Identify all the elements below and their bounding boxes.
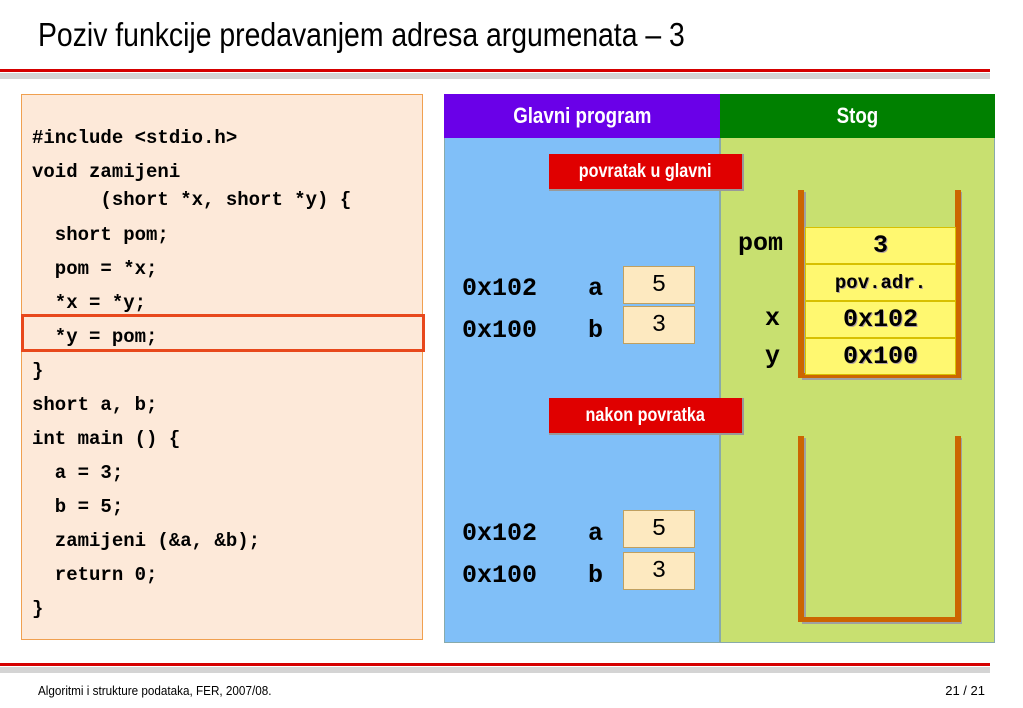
header-rule-grey [0, 73, 990, 79]
footer-rule-grey [0, 667, 990, 673]
stack-wall-right [955, 190, 961, 376]
code-line: b = 5; [32, 496, 124, 518]
code-line: #include <stdio.h> [32, 127, 238, 149]
var-a-name: a [588, 519, 604, 548]
code-line: short a, b; [32, 394, 158, 416]
stack-wall-left [798, 190, 804, 376]
stack-wall-bottom-empty [798, 617, 961, 622]
var-a-address: 0x102 [462, 274, 538, 303]
stack-label-x: x [765, 304, 781, 333]
var-b-name: b [588, 316, 604, 345]
footer-rule-red [0, 663, 990, 666]
code-line: pom = *x; [32, 258, 158, 280]
code-line: *x = *y; [32, 292, 147, 314]
tag-return-to-main: povratak u glavni [549, 154, 744, 191]
var-a-name: a [588, 274, 604, 303]
var-a-value-box: 5 [623, 266, 695, 304]
main-program-header: Glavni program [444, 94, 720, 138]
stack-cell-return-address: pov.adr. [805, 264, 956, 301]
footer-page-number: 21 / 21 [945, 683, 985, 698]
stack-label-pom: pom [738, 229, 784, 258]
stack-wall-left-empty [798, 436, 804, 620]
stack-wall-shadow [802, 620, 962, 624]
var-a-value-box: 5 [623, 510, 695, 548]
stack-wall-right-empty [955, 436, 961, 620]
stack-wall-shadow [802, 438, 806, 624]
code-line: a = 3; [32, 462, 124, 484]
code-line: zamijeni (&a, &b); [32, 530, 261, 552]
code-line: } [32, 598, 44, 620]
stack-cell-pom: 3 [805, 227, 956, 264]
current-line-highlight [21, 314, 425, 352]
header-rule-red [0, 69, 990, 72]
stack-label-y: y [765, 342, 781, 371]
stack-wall-shadow [802, 376, 962, 380]
tag-after-return: nakon povratka [549, 398, 744, 435]
var-b-address: 0x100 [462, 316, 538, 345]
stack-cell-y: 0x100 [805, 338, 956, 375]
var-b-value-box: 3 [623, 552, 695, 590]
var-a-address: 0x102 [462, 519, 538, 548]
stack-header: Stog [720, 94, 995, 138]
code-line: return 0; [32, 564, 158, 586]
stack-wall-bottom [798, 373, 961, 378]
stack-header-label: Stog [836, 103, 879, 128]
code-line: } [32, 360, 44, 382]
code-line: (short *x, short *y) { [32, 189, 352, 211]
main-program-header-label: Glavni program [512, 103, 652, 128]
stack-wall-shadow [802, 192, 806, 380]
code-line: int main () { [32, 428, 181, 450]
var-b-address: 0x100 [462, 561, 538, 590]
var-b-value-box: 3 [623, 306, 695, 344]
stack-cell-x: 0x102 [805, 301, 956, 338]
slide-title: Poziv funkcije predavanjem adresa argume… [38, 16, 685, 53]
var-b-name: b [588, 561, 604, 590]
code-line: void zamijeni [32, 161, 181, 183]
code-listing-box [21, 94, 423, 640]
code-line-highlighted: *y = pom; [32, 326, 158, 348]
footer-course: Algoritmi i strukture podataka, FER, 200… [38, 683, 272, 698]
code-line: short pom; [32, 224, 169, 246]
